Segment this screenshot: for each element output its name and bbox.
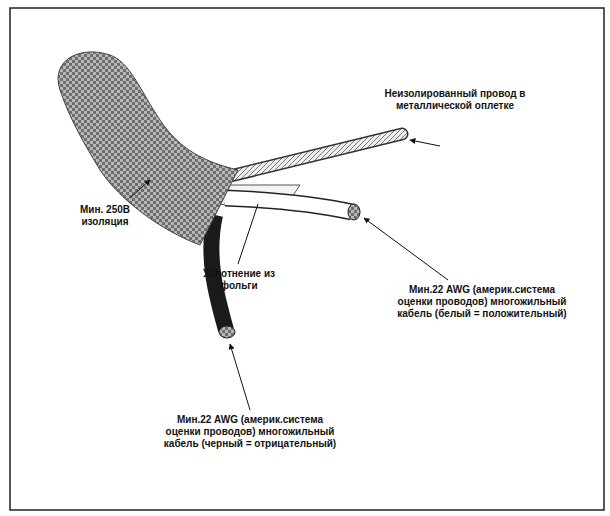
leader-line bbox=[130, 180, 150, 198]
drain-wire-outline bbox=[222, 134, 402, 178]
cable-jacket bbox=[58, 52, 238, 245]
frame bbox=[10, 8, 604, 510]
part-label: Неизолированный провод в металлической о… bbox=[380, 88, 530, 112]
white-wire-strands bbox=[348, 204, 360, 220]
black-wire-strands bbox=[219, 326, 235, 338]
leader-line bbox=[230, 344, 250, 410]
leader-line bbox=[238, 204, 258, 264]
part-label: Мин.22 AWG (америк.система оценки провод… bbox=[160, 414, 340, 450]
part-label: Мин.22 AWG (америк.система оценки провод… bbox=[392, 284, 572, 320]
part-label: Мин. 250В изоляция bbox=[60, 204, 150, 228]
drain-wire bbox=[222, 134, 402, 178]
white-wire-outline bbox=[225, 198, 352, 212]
leader-line bbox=[364, 218, 448, 280]
part-label: Уплотнение из фольги bbox=[193, 268, 285, 292]
white-wire bbox=[225, 198, 352, 212]
leader-line bbox=[410, 140, 440, 146]
